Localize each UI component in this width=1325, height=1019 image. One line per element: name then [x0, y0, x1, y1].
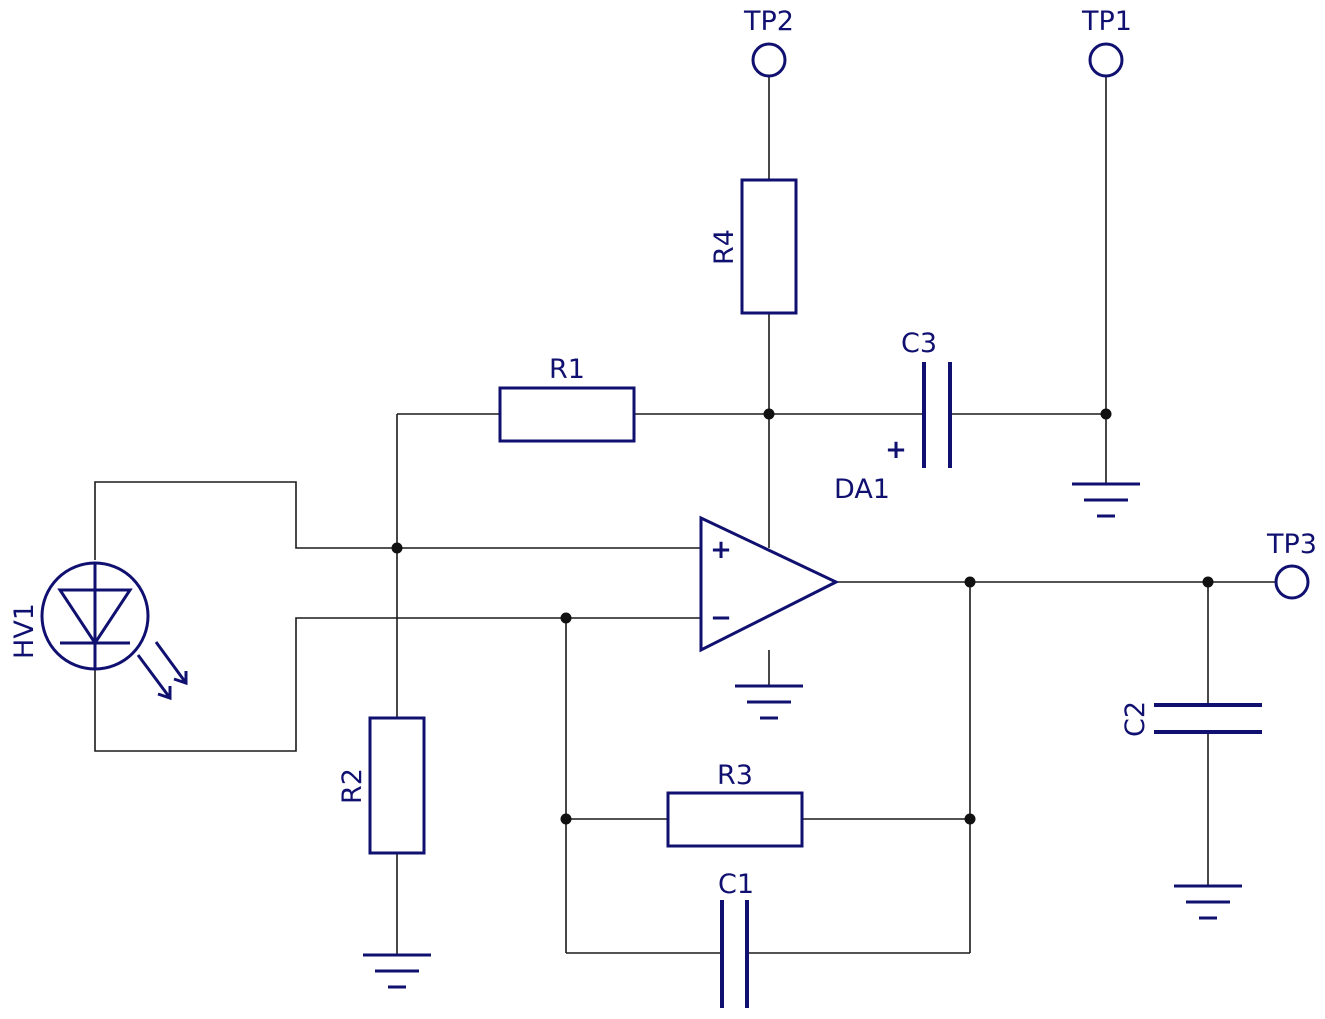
junction-dot: [763, 408, 775, 420]
test-point-tp3: [1274, 564, 1310, 600]
junction-dot: [1100, 408, 1112, 420]
test-point-tp2: [751, 42, 787, 78]
label-r1: R1: [549, 354, 585, 385]
wire-hv1-plus: [94, 481, 700, 560]
opamp-da1: [699, 515, 840, 653]
junction-dot: [964, 576, 976, 588]
resistor-r2: [368, 716, 426, 855]
ground-symbol: [735, 684, 803, 720]
label-tp2: TP2: [743, 6, 794, 37]
resistor-r3: [666, 791, 804, 848]
label-tp3: TP3: [1266, 529, 1317, 560]
junction-dot: [560, 813, 572, 825]
opamp-plus-sign: +: [710, 535, 732, 565]
resistor-r1: [498, 386, 636, 443]
light-arrow-icon: [136, 654, 172, 699]
label-c3: C3: [901, 328, 937, 359]
junction-dot: [964, 813, 976, 825]
label-da1: DA1: [834, 474, 890, 505]
label-hv1: HV1: [9, 603, 40, 659]
label-r2: R2: [337, 768, 368, 804]
label-r3: R3: [717, 760, 753, 791]
junction-dot: [1202, 576, 1214, 588]
wires: [94, 76, 1276, 955]
ground-symbol: [1174, 884, 1242, 920]
opamp-minus-sign: −: [710, 603, 732, 633]
light-arrow-icon: [154, 641, 188, 684]
capacitor-c2: [1154, 703, 1262, 734]
label-r4: R4: [709, 229, 740, 265]
photodiode-hv1: [40, 561, 188, 701]
wire-hv1-minus: [94, 617, 700, 752]
label-c2: C2: [1120, 701, 1151, 737]
junction-dot: [560, 612, 572, 624]
resistor-r4: [740, 178, 798, 315]
capacitor-c3: [922, 362, 952, 468]
label-c1: C1: [718, 869, 754, 900]
junctions: [391, 408, 1214, 825]
label-tp1: TP1: [1081, 6, 1132, 37]
ground-symbol: [1072, 482, 1140, 518]
test-point-tp1: [1088, 42, 1124, 78]
ground-symbol: [363, 953, 431, 989]
c3-polarity-sign: +: [885, 435, 907, 465]
capacitor-c1: [720, 900, 749, 1008]
junction-dot: [391, 542, 403, 554]
